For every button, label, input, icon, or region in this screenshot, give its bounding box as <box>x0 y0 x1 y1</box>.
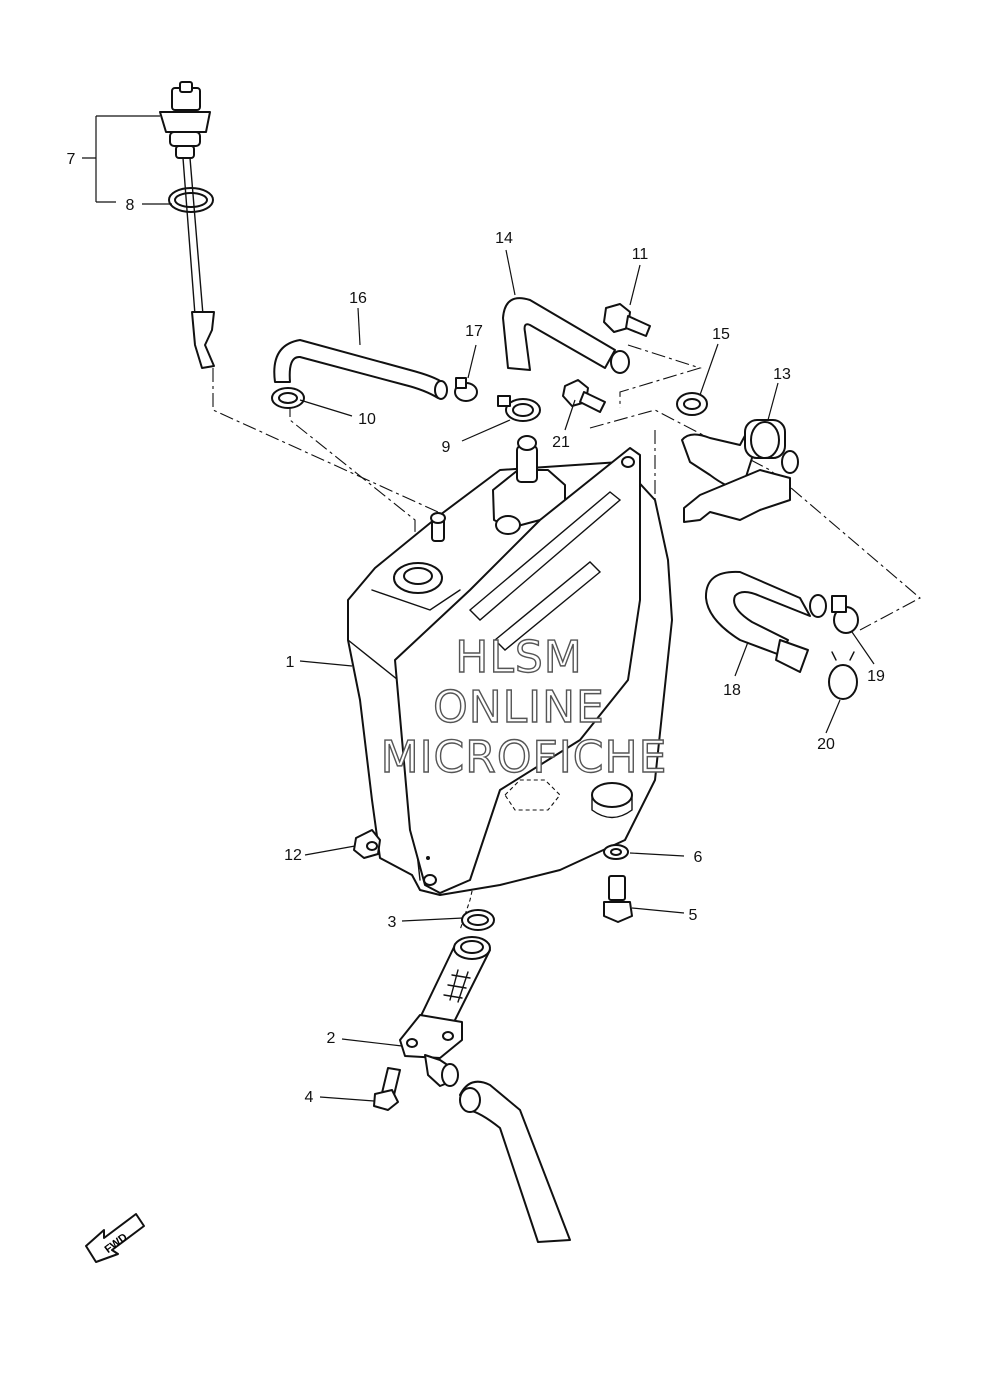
callout-10: 10 <box>358 411 376 428</box>
callout-5: 5 <box>689 907 698 924</box>
hose-14 <box>502 297 630 374</box>
callout-1: 1 <box>286 654 295 671</box>
bolt-5 <box>603 875 633 923</box>
callout-20: 20 <box>817 736 835 753</box>
clamp-10 <box>271 387 305 409</box>
watermark-line-1: HLSM <box>455 632 583 683</box>
clamp-15 <box>676 392 708 416</box>
callout-8: 8 <box>126 197 135 214</box>
callout-18: 18 <box>723 682 741 699</box>
hose-18 <box>704 570 827 673</box>
bolt-4 <box>373 1067 401 1111</box>
watermark: HLSM ONLINE MICROFICHE <box>380 631 668 783</box>
callout-2: 2 <box>327 1030 336 1047</box>
watermark-line-3: MICROFICHE <box>381 732 668 783</box>
fwd-arrow-icon: FWD <box>85 1213 145 1263</box>
callout-16: 16 <box>349 290 367 307</box>
callout-13: 13 <box>773 366 791 383</box>
callout-21: 21 <box>552 434 570 451</box>
cap-20 <box>828 651 858 700</box>
callout-15: 15 <box>712 326 730 343</box>
callout-6: 6 <box>694 849 703 866</box>
clamp-9 <box>497 395 541 422</box>
callout-3: 3 <box>388 914 397 931</box>
callout-14: 14 <box>495 230 513 247</box>
callout-7: 7 <box>67 151 76 168</box>
oil-level-gauge <box>159 81 215 369</box>
oil-tank-1 <box>347 435 673 896</box>
callout-4: 4 <box>305 1089 314 1106</box>
o-ring-3 <box>461 909 495 931</box>
leader-lines <box>82 115 875 1102</box>
breather-hose-16 <box>273 339 448 400</box>
outlet-hose <box>459 1080 571 1243</box>
bolt-21 <box>562 379 606 413</box>
bolt-11 <box>603 303 651 337</box>
clamp-17 <box>454 377 478 402</box>
callouts: 1 2 3 4 5 6 7 8 9 10 11 12 13 14 15 16 1… <box>67 151 885 1106</box>
valve-13 <box>681 419 799 523</box>
callout-17: 17 <box>465 323 483 340</box>
callout-12: 12 <box>284 847 302 864</box>
callout-9: 9 <box>442 439 451 456</box>
strainer-pipe-2 <box>399 936 491 1087</box>
callout-11: 11 <box>632 246 649 263</box>
callout-19: 19 <box>867 668 885 685</box>
washer-6 <box>603 844 629 860</box>
clamp-19 <box>831 595 859 634</box>
watermark-line-2: ONLINE <box>433 682 605 733</box>
grommet-12 <box>353 829 381 859</box>
